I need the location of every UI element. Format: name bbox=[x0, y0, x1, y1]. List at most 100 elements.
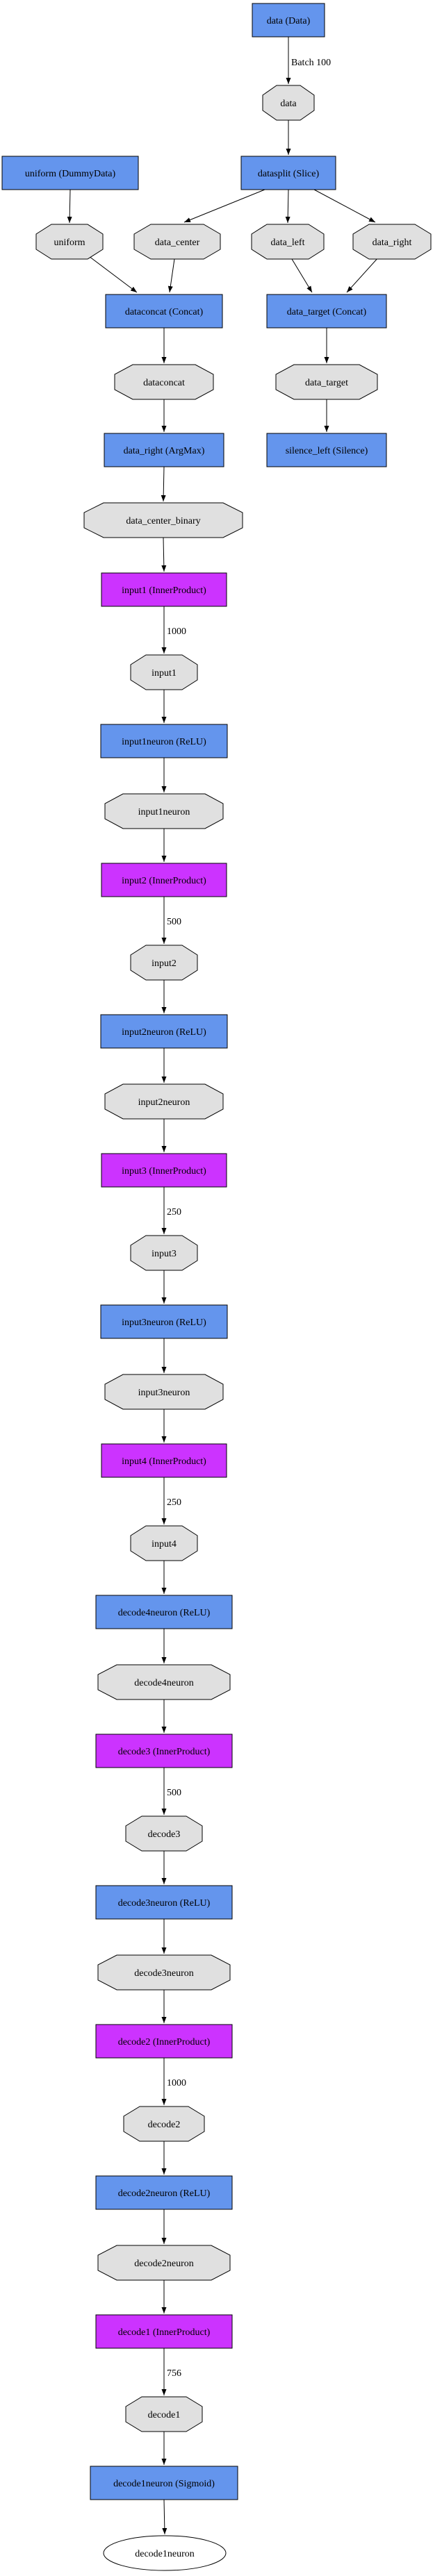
decode2neuron-blob-label: decode2neuron bbox=[134, 2259, 194, 2269]
node-uniform-layer: uniform (DummyData) bbox=[1, 156, 139, 190]
decode2-layer-label: decode2 (InnerProduct) bbox=[118, 2037, 211, 2047]
edge-dataright-to-datatarget bbox=[346, 256, 379, 293]
decode1neuron-layer-box bbox=[90, 2466, 238, 2500]
input3-layer-label: input3 (InnerProduct) bbox=[122, 1166, 206, 1177]
input1-blob-label: input1 bbox=[152, 668, 177, 679]
decode1neuron-blob-shape bbox=[103, 2535, 227, 2571]
node-decode4neuron-blob: decode4neuron bbox=[97, 1664, 231, 1700]
input2neuron-blob-label: input2neuron bbox=[138, 1097, 190, 1108]
argmax-layer-label: data_right (ArgMax) bbox=[124, 446, 205, 456]
node-data-right-argmax-layer: data_right (ArgMax) bbox=[104, 433, 224, 467]
data-target-layer-box bbox=[266, 294, 387, 329]
data-center-binary-blob-label: data_center_binary bbox=[126, 516, 200, 526]
decode3-layer-box bbox=[95, 1734, 233, 1768]
edge-label-input2-dim: 500 bbox=[167, 917, 181, 927]
edge-datasplit-to-dataright bbox=[313, 189, 376, 223]
decode4neuron-blob-shape bbox=[97, 1664, 231, 1700]
decode2neuron-layer-label: decode2neuron (ReLU) bbox=[118, 2188, 211, 2199]
decode1-blob-shape bbox=[125, 2396, 203, 2432]
data-right-blob-label: data_right bbox=[373, 238, 412, 248]
data-target-blob-label: data_target bbox=[305, 378, 348, 388]
decode3neuron-layer-box bbox=[95, 1885, 233, 1920]
dataconcat-layer-box bbox=[105, 294, 223, 329]
edge-dcb-to-input1 bbox=[161, 537, 167, 572]
input4-blob-shape bbox=[130, 1525, 198, 1561]
node-decode3-blob: decode3 bbox=[125, 1815, 203, 1852]
decode2-blob-label: decode2 bbox=[148, 2120, 181, 2130]
node-decode3-layer: decode3 (InnerProduct) bbox=[95, 1734, 233, 1768]
node-input4-layer: input4 (InnerProduct) bbox=[101, 1443, 227, 1478]
data-blob-shape bbox=[262, 85, 315, 121]
data-target-layer-label: data_target (Concat) bbox=[287, 307, 367, 317]
input1neuron-blob-shape bbox=[104, 793, 224, 829]
edge-labels: Batch 100 1000 500 250 250 500 1000 756 bbox=[167, 58, 331, 2379]
data-center-blob-shape bbox=[133, 224, 221, 260]
input3neuron-layer-label: input3neuron (ReLU) bbox=[122, 1318, 206, 1328]
input3-blob-label: input3 bbox=[152, 1249, 177, 1259]
node-decode1-blob: decode1 bbox=[125, 2396, 203, 2432]
node-decode1-layer: decode1 (InnerProduct) bbox=[95, 2314, 233, 2349]
node-data-target-layer: data_target (Concat) bbox=[266, 294, 387, 329]
input2neuron-layer-box bbox=[100, 1014, 228, 1049]
node-data-left-blob: data_left bbox=[251, 224, 325, 260]
data-target-blob-shape bbox=[275, 364, 378, 400]
node-decode2-layer: decode2 (InnerProduct) bbox=[95, 2024, 233, 2059]
node-input2-layer: input2 (InnerProduct) bbox=[101, 863, 227, 897]
node-input1neuron-layer: input1neuron (ReLU) bbox=[100, 724, 228, 758]
decode3neuron-blob-shape bbox=[97, 1954, 231, 1991]
decode4neuron-layer-label: decode4neuron (ReLU) bbox=[118, 1608, 211, 1618]
silence-layer-label: silence_left (Silence) bbox=[286, 446, 368, 456]
edge-argmax-to-dcb bbox=[161, 466, 166, 502]
input2-blob-label: input2 bbox=[152, 958, 177, 969]
input3neuron-layer-box bbox=[100, 1304, 228, 1339]
uniform-layer-label: uniform (DummyData) bbox=[25, 169, 116, 179]
edge-label-input3-dim: 250 bbox=[167, 1207, 181, 1218]
decode3-blob-shape bbox=[125, 1815, 203, 1852]
node-dataconcat-blob: dataconcat bbox=[114, 364, 214, 400]
silence-layer-box bbox=[266, 433, 387, 467]
edge-uniformlayer-to-uniformblob bbox=[67, 189, 72, 224]
data-center-blob-label: data_center bbox=[155, 238, 200, 248]
decode1neuron-blob-label: decode1neuron bbox=[135, 2549, 195, 2559]
decode4neuron-layer-box bbox=[95, 1595, 233, 1629]
input4-layer-box bbox=[101, 1443, 227, 1478]
node-input2neuron-layer: input2neuron (ReLU) bbox=[100, 1014, 228, 1049]
node-decode4neuron-layer: decode4neuron (ReLU) bbox=[95, 1595, 233, 1629]
input4-blob-label: input4 bbox=[152, 1539, 177, 1549]
node-data-target-blob: data_target bbox=[275, 364, 378, 400]
decode2neuron-blob-shape bbox=[97, 2245, 231, 2281]
node-decode1neuron-blob: decode1neuron bbox=[103, 2535, 227, 2571]
edge-label-decode1-dim: 756 bbox=[167, 2368, 181, 2379]
data-blob-label: data bbox=[280, 99, 297, 109]
node-data-center-blob: data_center bbox=[133, 224, 221, 260]
node-input4-blob: input4 bbox=[130, 1525, 198, 1561]
node-data-blob: data bbox=[262, 85, 315, 121]
input2-layer-label: input2 (InnerProduct) bbox=[122, 876, 206, 886]
node-input3-layer: input3 (InnerProduct) bbox=[101, 1153, 227, 1188]
edge-dataleft-to-datatarget bbox=[291, 258, 313, 293]
node-dataconcat-layer: dataconcat (Concat) bbox=[105, 294, 223, 329]
input1neuron-layer-label: input1neuron (ReLU) bbox=[122, 737, 206, 747]
input1neuron-blob-label: input1neuron bbox=[138, 807, 190, 817]
data-right-blob-shape bbox=[352, 224, 432, 260]
node-decode3neuron-blob: decode3neuron bbox=[97, 1954, 231, 1991]
input1-blob-shape bbox=[130, 654, 198, 690]
node-data-right-blob: data_right bbox=[352, 224, 432, 260]
decode1-blob-label: decode1 bbox=[148, 2410, 181, 2420]
input4-layer-label: input4 (InnerProduct) bbox=[122, 1456, 206, 1467]
data-layer-label: data (Data) bbox=[267, 16, 311, 26]
edge-label-batch: Batch 100 bbox=[291, 58, 331, 68]
input3neuron-blob-label: input3neuron bbox=[138, 1388, 190, 1398]
node-input2neuron-blob: input2neuron bbox=[104, 1083, 224, 1120]
decode2neuron-layer-box bbox=[95, 2175, 233, 2210]
decode2-blob-shape bbox=[123, 2106, 205, 2142]
dataconcat-layer-label: dataconcat (Concat) bbox=[125, 307, 204, 317]
decode3neuron-blob-label: decode3neuron bbox=[134, 1968, 194, 1979]
node-input1-blob: input1 bbox=[130, 654, 198, 690]
edge-uniformblob-to-dataconcat bbox=[88, 256, 138, 293]
uniform-blob-label: uniform bbox=[54, 238, 85, 248]
edge-label-decode3-dim: 500 bbox=[167, 1788, 181, 1798]
input1-layer-box bbox=[101, 572, 227, 607]
data-left-blob-label: data_left bbox=[271, 238, 305, 248]
